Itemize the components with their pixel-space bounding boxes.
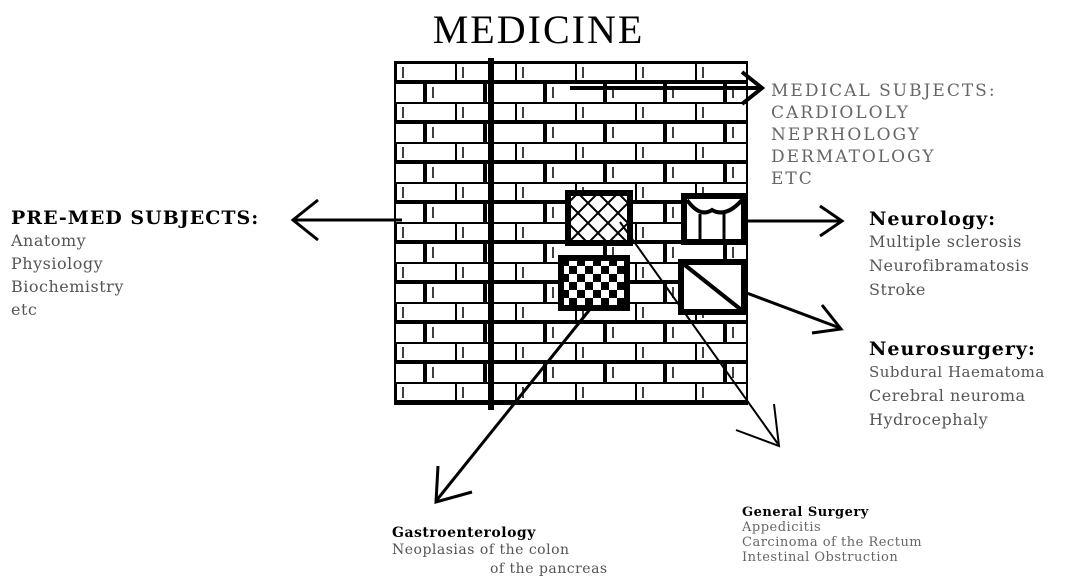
medical-item: NEPRHOLOGY <box>771 125 922 145</box>
premed-item: Physiology <box>11 254 104 273</box>
arrow-neurology <box>744 204 845 238</box>
neurosurgery-item: Hydrocephaly <box>869 410 989 429</box>
block-diagonal <box>678 259 747 315</box>
medical-item: CARDIOLOLY <box>771 103 911 123</box>
arrow-neurosurgery <box>743 290 844 335</box>
surgery-item: Intestinal Obstruction <box>742 550 899 565</box>
medical-subjects-panel: MEDICAL SUBJECTS: CARDIOLOLY NEPRHOLOGY … <box>771 80 997 190</box>
neurology-panel: Neurology: Multiple sclerosis Neurofibra… <box>869 208 1029 302</box>
neurology-item: Neurofibramatosis <box>869 256 1030 275</box>
block-checker <box>558 255 630 311</box>
general-surgery-heading: General Surgery <box>742 505 869 520</box>
premed-subjects-heading: PRE-MED SUBJECTS: <box>11 207 260 229</box>
neurology-item: Stroke <box>869 280 926 299</box>
arrow-surgery <box>619 221 781 448</box>
medical-subjects-heading: MEDICAL SUBJECTS: <box>771 81 997 101</box>
block-scallop <box>681 193 747 245</box>
medical-item: DERMATOLOGY <box>771 147 936 167</box>
block-lattice <box>565 190 633 246</box>
premed-subjects-panel: PRE-MED SUBJECTS: Anatomy Physiology Bio… <box>11 207 259 321</box>
arrow-medical <box>570 70 766 106</box>
neurosurgery-item: Cerebral neuroma <box>869 386 1026 405</box>
neurosurgery-panel: Neurosurgery: Subdural Haematoma Cerebra… <box>869 338 1045 432</box>
neurology-item: Multiple sclerosis <box>869 232 1022 251</box>
gastro-item: of the pancreas <box>490 561 608 577</box>
neurosurgery-item: Subdural Haematoma <box>869 363 1045 381</box>
gastro-item: Neoplasias of the colon <box>392 542 570 558</box>
gastroenterology-heading: Gastroenterology <box>392 525 536 541</box>
arrow-gastro <box>434 307 593 505</box>
arrow-premed <box>290 198 402 242</box>
premed-item: etc <box>11 300 38 319</box>
surgery-item: Carcinoma of the Rectum <box>742 535 923 550</box>
neurosurgery-heading: Neurosurgery: <box>869 338 1036 360</box>
general-surgery-panel: General Surgery Appedicitis Carcinoma of… <box>742 505 922 565</box>
gastroenterology-panel: Gastroenterology Neoplasias of the colon… <box>392 525 608 579</box>
neurology-heading: Neurology: <box>869 208 997 230</box>
page-title: MEDICINE <box>432 7 645 52</box>
premed-item: Anatomy <box>11 231 87 250</box>
medical-item: ETC <box>771 169 814 189</box>
premed-item: Biochemistry <box>11 277 124 296</box>
surgery-item: Appedicitis <box>742 520 822 535</box>
